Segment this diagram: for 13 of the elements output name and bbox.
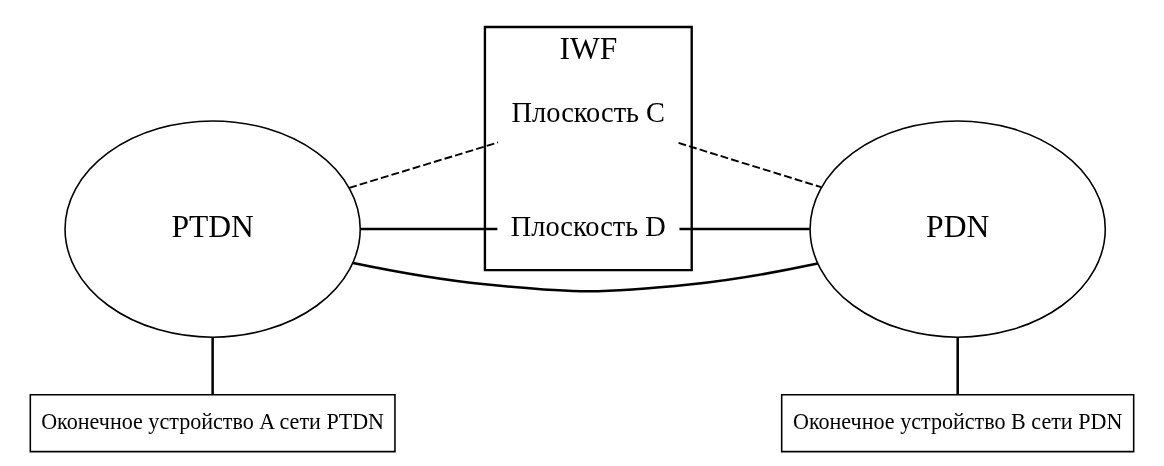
node-text: Плоскость C [511, 97, 666, 129]
connector [360, 227, 498, 231]
connector [211, 337, 214, 395]
node-ellipse: PTDN [64, 120, 361, 338]
connector [348, 141, 499, 189]
node-box: Оконечное устройство B сети PDN [780, 394, 1135, 453]
node-box: Оконечное устройство A сети PTDN [29, 394, 396, 453]
connector [677, 141, 823, 189]
node-text: Плоскость D [510, 211, 666, 242]
connector [352, 261, 818, 293]
connector [679, 227, 810, 231]
connector [956, 337, 959, 395]
node-ellipse: PDN [809, 120, 1107, 338]
